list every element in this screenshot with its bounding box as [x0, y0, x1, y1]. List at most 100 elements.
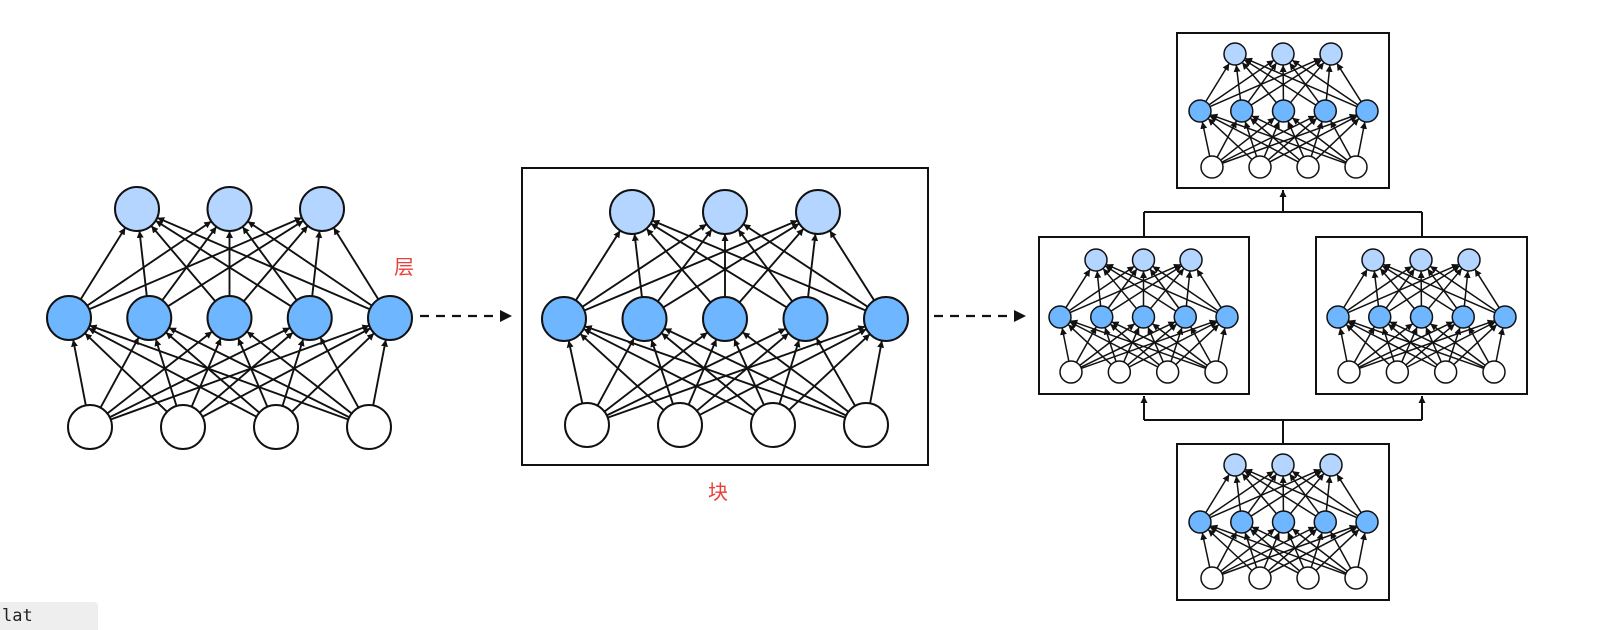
input-node: [1155, 360, 1180, 384]
input-node: [1482, 360, 1506, 384]
connection-arrow: [1109, 323, 1160, 366]
connection-arrow: [88, 327, 257, 418]
connection-arrow: [1111, 321, 1207, 368]
connection-arrow: [1263, 120, 1280, 158]
input-node: [67, 404, 113, 450]
connection-arrow: [662, 222, 800, 309]
hidden-node: [1451, 305, 1475, 329]
input-node: [253, 404, 299, 450]
hidden-node: [863, 296, 909, 342]
connection-arrow: [1329, 531, 1352, 569]
block-network-top: [1188, 42, 1379, 179]
connection-arrow: [1381, 265, 1455, 312]
connection-arrow: [1371, 270, 1380, 307]
connection-arrow: [1068, 265, 1135, 312]
connection-arrow: [1357, 532, 1367, 568]
connection-arrow: [1105, 263, 1218, 314]
connection-arrow: [566, 340, 584, 404]
connection-arrow: [1343, 268, 1368, 309]
connection-arrow: [165, 331, 260, 414]
connection-arrow: [1287, 531, 1305, 569]
hidden-node: [1493, 305, 1517, 329]
connection-arrow: [1288, 473, 1320, 514]
connection-arrow: [1241, 472, 1277, 515]
connection-arrow: [1123, 326, 1140, 363]
input-node: [1204, 360, 1228, 384]
hidden-node: [782, 296, 829, 342]
connection-arrow: [1216, 531, 1238, 569]
connection-arrow: [1200, 121, 1211, 157]
output-node: [1361, 248, 1385, 272]
connection-arrow: [1345, 323, 1390, 366]
connection-arrow: [1216, 120, 1238, 158]
input-node: [750, 402, 796, 448]
hidden-node: [1090, 305, 1114, 329]
connection-arrow: [1200, 532, 1211, 568]
connection-arrow: [1453, 323, 1498, 366]
connection-arrow: [1251, 115, 1347, 163]
connection-arrow: [1353, 326, 1376, 363]
hidden-node: [1173, 305, 1197, 329]
connection-arrow: [199, 331, 294, 414]
connection-arrow: [1267, 528, 1318, 572]
output-node: [1409, 248, 1433, 272]
output-node: [1319, 42, 1343, 66]
connection-arrow: [1217, 327, 1227, 362]
hidden-node: [1368, 305, 1392, 329]
connection-arrow: [89, 324, 349, 421]
connection-arrow: [1406, 321, 1496, 368]
input-node: [1385, 360, 1410, 384]
input-node: [1296, 155, 1320, 179]
connection-arrow: [788, 333, 871, 411]
connection-arrow: [1288, 62, 1320, 103]
output-node: [702, 189, 748, 235]
hidden-node: [1355, 510, 1379, 534]
connection-arrow: [1208, 470, 1275, 517]
connection-arrow: [1405, 323, 1456, 366]
connection-arrow: [190, 337, 222, 408]
connection-arrow: [1357, 121, 1367, 157]
block-label: 块: [708, 480, 728, 504]
connection-arrow: [1151, 323, 1208, 366]
connection-arrow: [1315, 529, 1360, 571]
connection-arrow: [1128, 321, 1218, 368]
hidden-node: [286, 295, 333, 341]
connection-arrow: [1241, 61, 1277, 104]
connection-arrow: [202, 327, 371, 418]
connection-arrow: [1208, 59, 1275, 106]
output-node: [1131, 248, 1156, 272]
connection-arrow: [1070, 319, 1206, 370]
connection-arrow: [1336, 62, 1362, 103]
connection-arrow: [1269, 526, 1358, 574]
output-node: [1457, 248, 1481, 272]
connection-arrow: [1389, 321, 1485, 368]
connection-arrow: [1263, 531, 1280, 569]
input-node: [1200, 155, 1224, 179]
connection-arrow: [1233, 64, 1242, 101]
output-node: [206, 186, 253, 232]
connection-arrow: [1210, 113, 1346, 164]
connection-arrow: [1289, 61, 1325, 104]
connection-arrow: [651, 219, 867, 312]
hidden-node: [206, 295, 253, 341]
connection-arrow: [1495, 327, 1505, 362]
input-node: [1059, 360, 1083, 384]
connection-arrow: [1243, 59, 1317, 106]
block-frame-top: [1176, 32, 1390, 189]
connection-arrow: [1210, 524, 1346, 575]
connector-bottom-to-sides: [1144, 419, 1284, 444]
connection-arrow: [1149, 268, 1180, 309]
connection-arrow: [1079, 323, 1136, 366]
hidden-node: [1188, 510, 1212, 534]
output-node: [609, 189, 655, 235]
output-node: [1223, 42, 1247, 66]
connection-arrow: [1379, 267, 1415, 310]
connection-arrow: [71, 339, 87, 406]
connection-arrow: [1207, 117, 1253, 161]
output-node: [1271, 453, 1295, 477]
hidden-node: [1230, 99, 1254, 123]
input-node: [657, 402, 703, 448]
connection-arrow: [1149, 267, 1185, 310]
connection-arrow: [237, 337, 269, 408]
output-node: [1084, 248, 1108, 272]
